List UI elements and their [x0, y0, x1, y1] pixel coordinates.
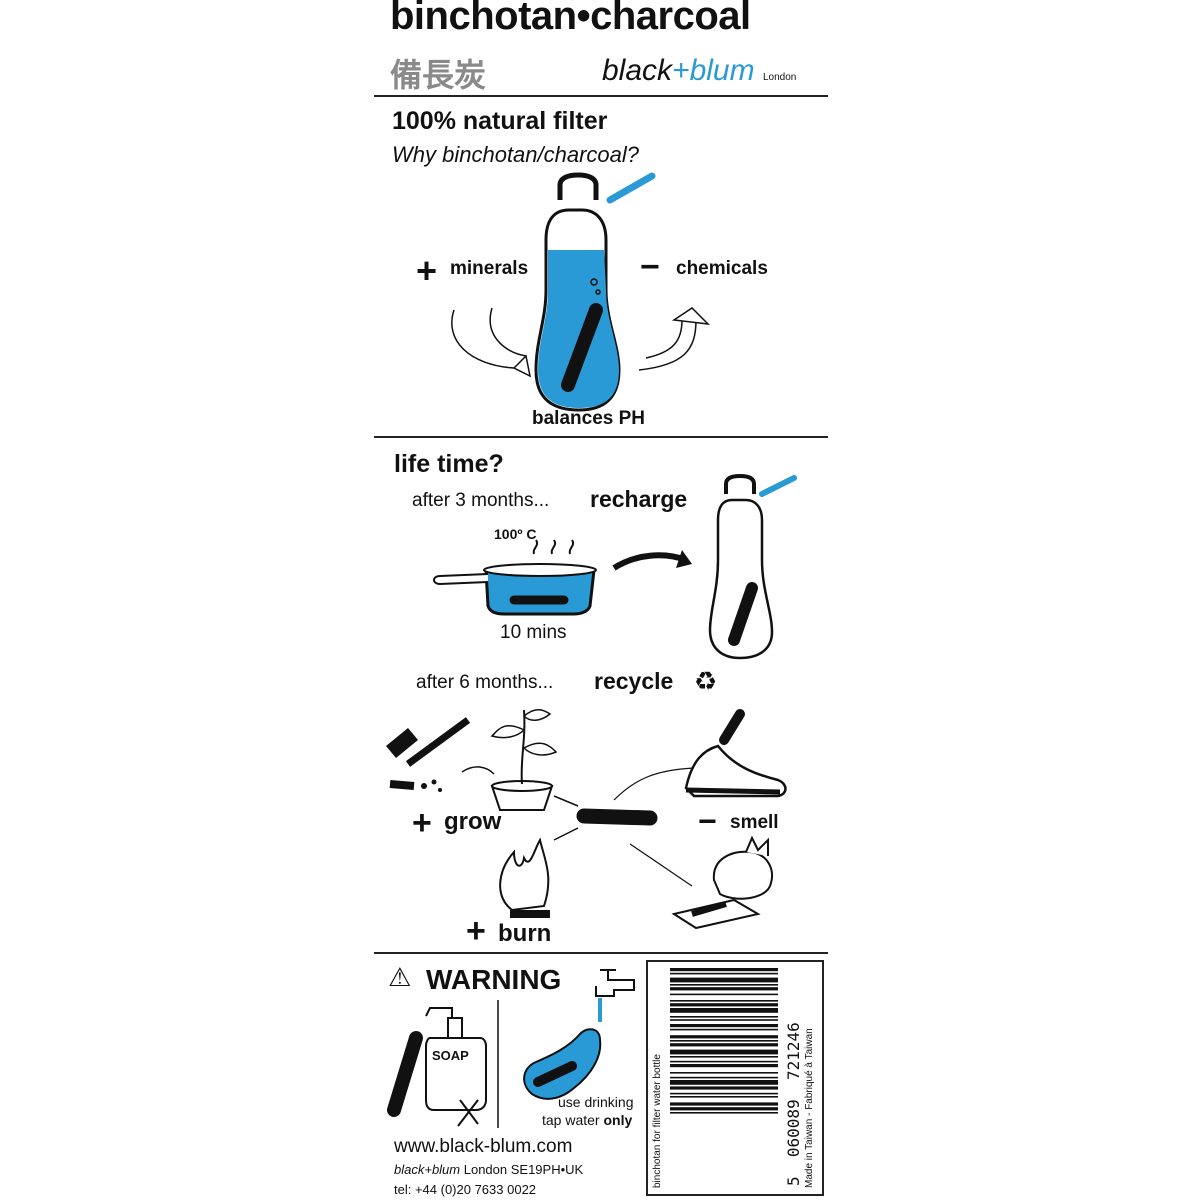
barcode-box: binchotan for filter water bottle 5 0600… — [646, 960, 824, 1196]
barcode-bar — [670, 1016, 778, 1018]
barcode-bar — [670, 977, 778, 983]
minus-icon: − — [640, 248, 660, 286]
recharge-prefix: after 3 months... — [412, 490, 550, 511]
soap-label: SOAP — [432, 1048, 469, 1063]
recycle-prefix: after 6 months... — [416, 672, 554, 693]
barcode-digits: 5 060089 721246 — [784, 1022, 803, 1186]
brand-logo: black+blum London — [602, 54, 796, 88]
brand-logo-plus: + — [672, 54, 690, 87]
barcode-bar — [670, 1092, 778, 1095]
barcode-bar — [670, 1019, 778, 1021]
tap-line2-text: tap water — [542, 1112, 600, 1128]
barcode-digit-lead: 5 — [784, 1176, 803, 1186]
chemicals-label: chemicals — [676, 258, 768, 279]
recycle-uses-illustration — [386, 709, 787, 930]
barcode-bar — [670, 1086, 778, 1090]
barcode-bar — [670, 1049, 778, 1055]
product-line-text: binchotan for filter water bottle — [652, 1054, 663, 1188]
recharge-label: recharge — [590, 486, 688, 512]
divider — [374, 436, 828, 438]
barcode-bar — [670, 1096, 778, 1098]
barcode-bar — [670, 1080, 778, 1085]
brand-logo-city: London — [762, 72, 797, 83]
filter-heading: 100% natural filter — [392, 107, 608, 135]
japanese-title: 備長炭 — [390, 56, 487, 94]
origin-line-text: Made in Taiwan - Fabriqué à Taiwan — [804, 1028, 815, 1188]
barcode-bar — [670, 1028, 778, 1031]
barcode-bar — [670, 1040, 778, 1042]
address: black+blum London SE19PH•UK — [394, 1162, 583, 1177]
address-text: London SE19PH•UK — [460, 1162, 584, 1177]
barcode-bar — [670, 1072, 778, 1074]
divider — [374, 952, 828, 954]
barcode-bar — [670, 987, 778, 991]
minus-icon: − — [698, 803, 717, 839]
tap-line2: tap water only — [542, 1112, 632, 1128]
warning-illustration — [387, 969, 635, 1128]
warning-icon: ⚠ — [388, 962, 412, 992]
brand-logo-black: black — [602, 54, 673, 87]
barcode-bar — [670, 1043, 778, 1047]
barcode-bar — [670, 1000, 778, 1002]
tap-line1: use drinking — [558, 1094, 634, 1110]
recycle-icon: ♻ — [694, 666, 718, 696]
balances-label: balances PH — [532, 408, 645, 429]
barcode-bar — [670, 1003, 778, 1007]
barcode-bar — [670, 993, 778, 996]
lifetime-heading: life time? — [394, 450, 504, 478]
address-brand: black+blum — [394, 1162, 461, 1177]
grow-label: grow — [444, 808, 502, 835]
plus-icon: + — [416, 250, 438, 291]
burn-label: burn — [498, 920, 552, 947]
duration-label: 10 mins — [500, 622, 567, 643]
divider — [374, 95, 828, 97]
barcode-bars — [670, 968, 778, 1114]
barcode-bar — [670, 1056, 778, 1058]
recharge-pan-illustration — [433, 473, 797, 660]
warning-heading: WARNING — [426, 964, 562, 995]
barcode-bar — [670, 1107, 778, 1111]
phone-number: tel: +44 (0)20 7633 0022 — [394, 1182, 537, 1197]
temperature-label: 100º C — [494, 526, 537, 542]
plus-icon: + — [412, 804, 432, 842]
bottle-filter-illustration — [451, 172, 711, 412]
product-label-card: binchotan•charcoal 備長炭 black+blum London… — [374, 0, 828, 1200]
barcode-digit-group2: 721246 — [784, 1022, 803, 1081]
barcode-bar — [670, 1024, 778, 1028]
recycle-label: recycle — [594, 668, 674, 694]
website-link[interactable]: www.black-blum.com — [394, 1136, 573, 1157]
barcode-digit-group1: 060089 — [784, 1099, 803, 1158]
barcode-bar — [670, 1076, 778, 1079]
barcode-bar — [670, 1035, 778, 1039]
barcode-bar — [670, 1102, 778, 1106]
barcode-bar — [670, 1008, 778, 1013]
smell-label: smell — [730, 812, 779, 833]
tap-only-emphasis: only — [603, 1112, 633, 1128]
barcode-bar — [670, 1112, 778, 1114]
barcode-bar — [670, 968, 778, 972]
plus-icon: + — [466, 912, 486, 950]
filter-subheading: Why binchotan/charcoal? — [392, 142, 640, 167]
product-title: binchotan•charcoal — [390, 0, 751, 38]
barcode-bar — [670, 1064, 778, 1068]
brand-logo-blum: blum — [689, 54, 755, 87]
barcode-bar — [670, 972, 778, 975]
minerals-label: minerals — [450, 258, 529, 279]
barcode-bar — [670, 984, 778, 986]
barcode-bar — [670, 1060, 778, 1063]
